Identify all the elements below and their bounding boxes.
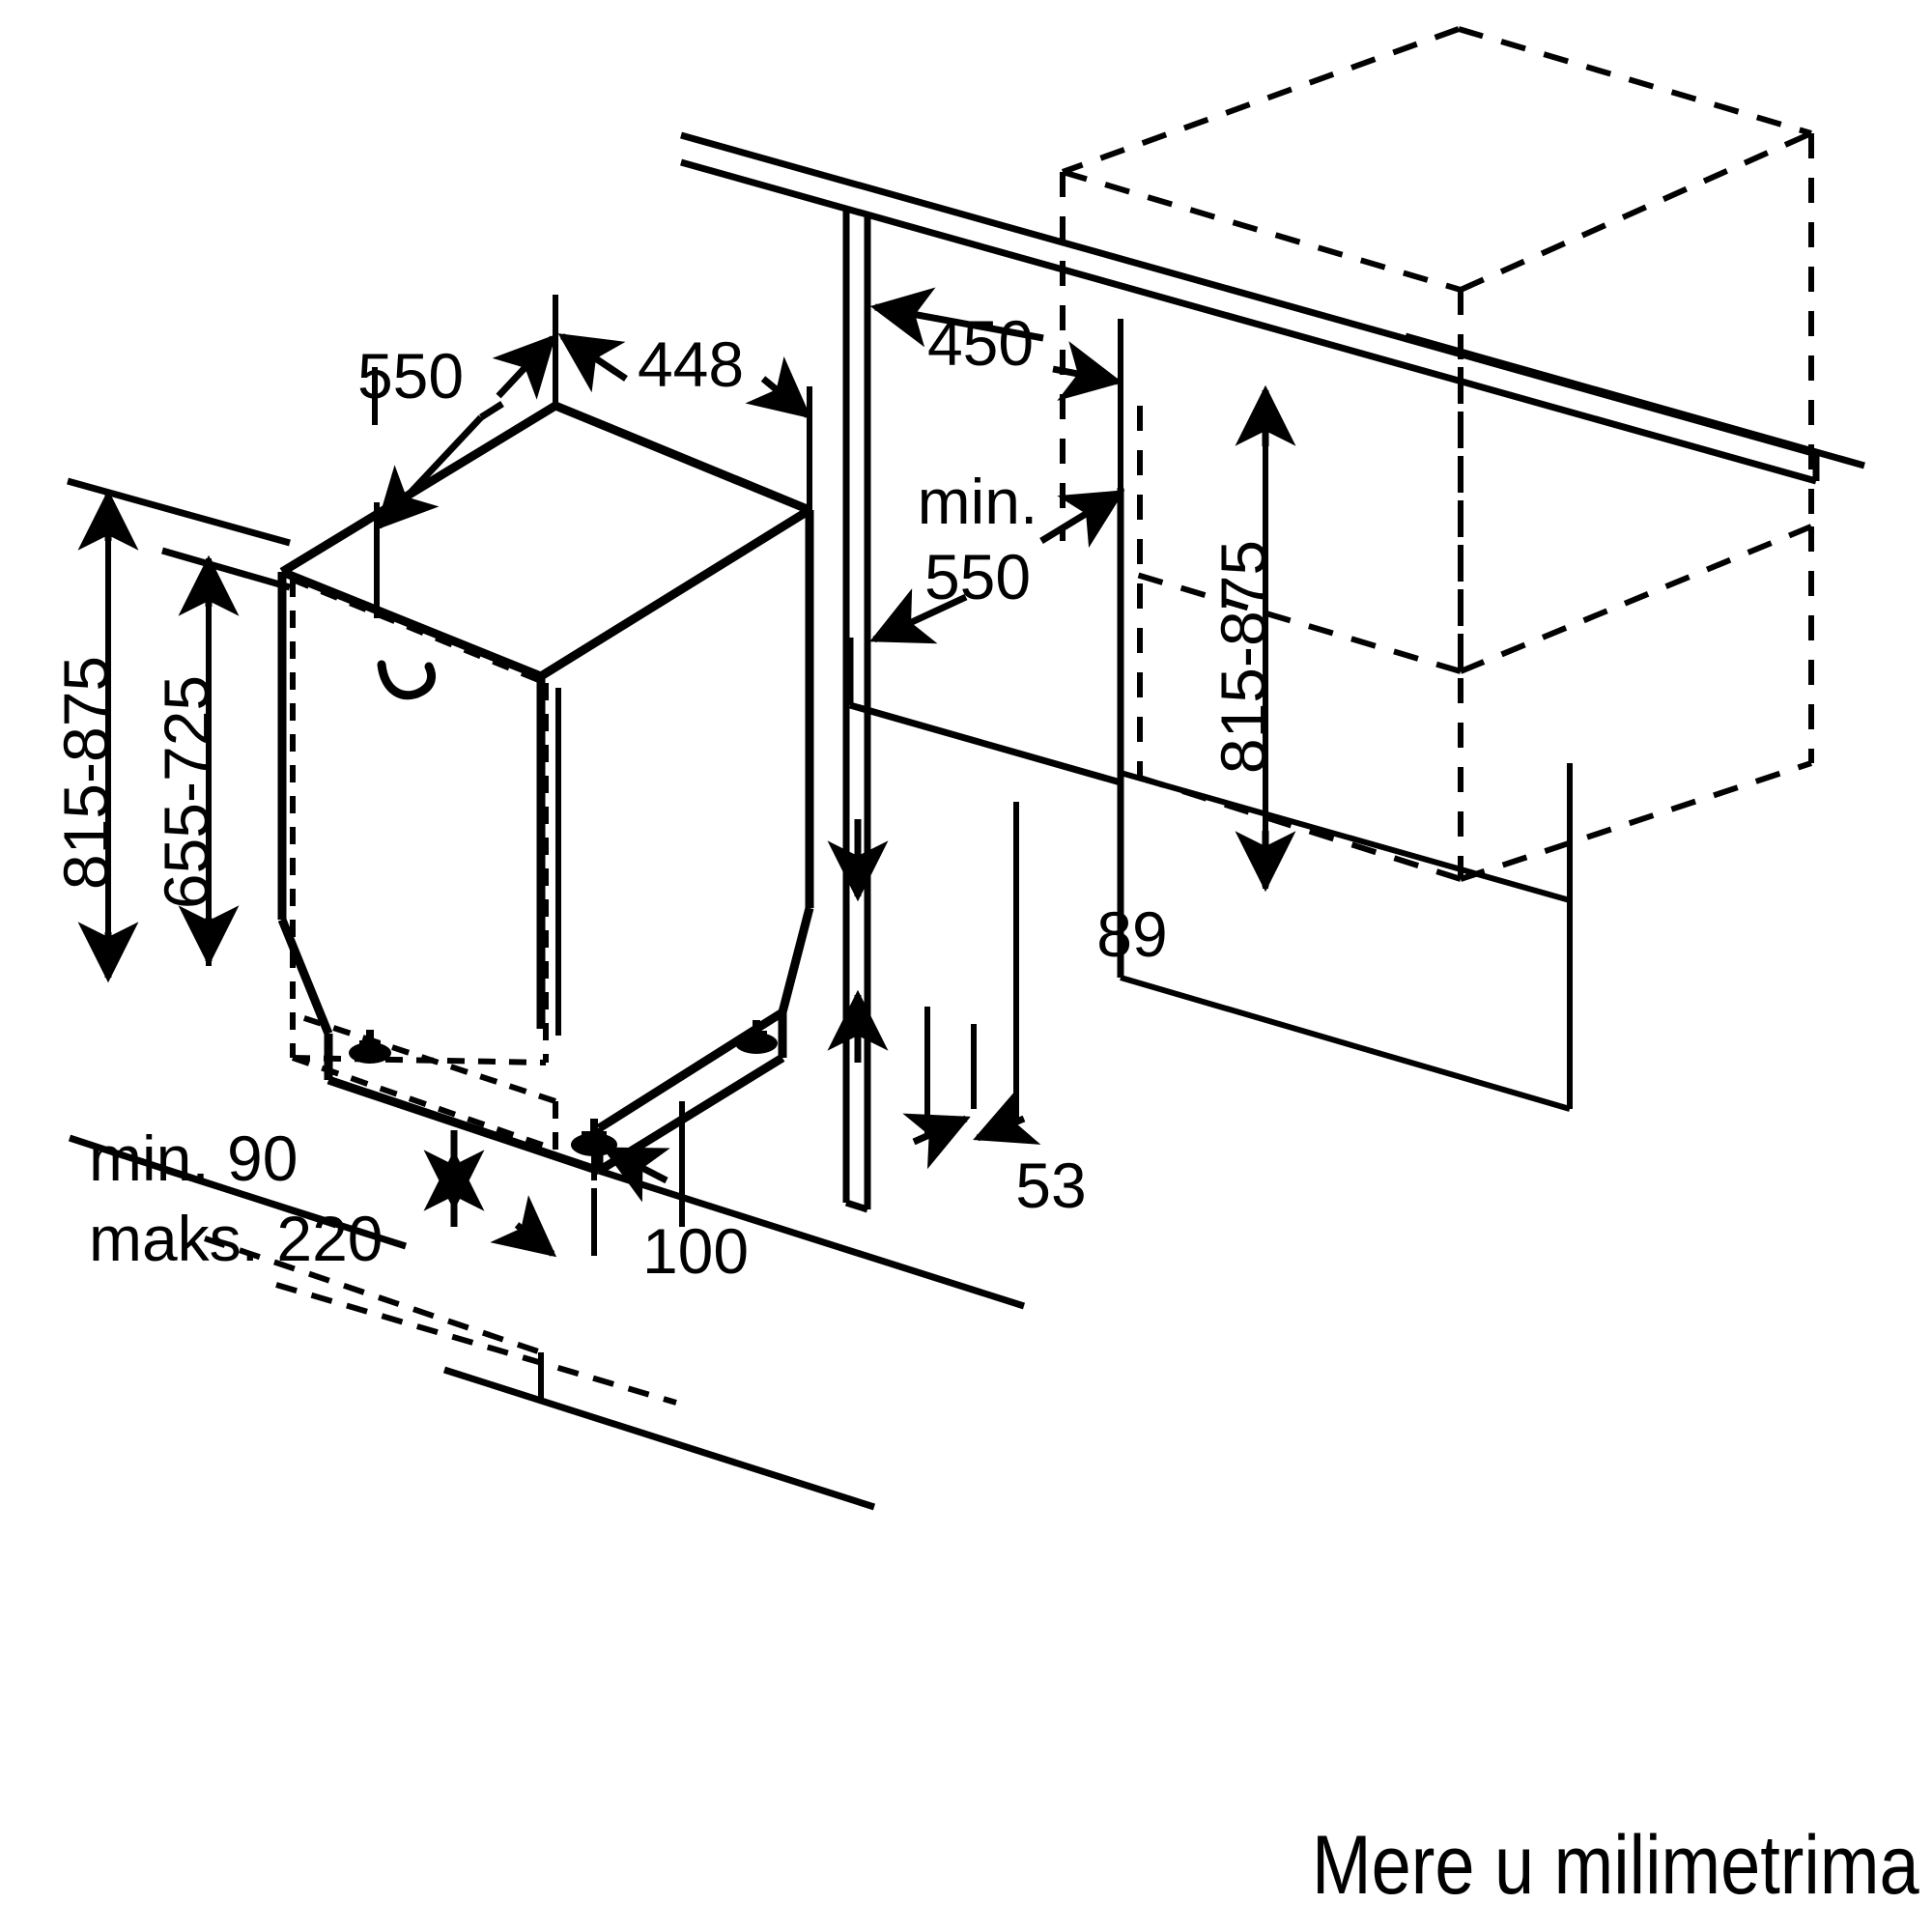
label-min: min.	[918, 466, 1038, 537]
label-min-550: 550	[924, 541, 1031, 612]
label-89: 89	[1096, 898, 1167, 970]
label-450: 450	[927, 307, 1034, 379]
cabinet-hidden-lower	[1137, 367, 1814, 882]
label-min-90: min. 90	[89, 1122, 298, 1194]
dimension-labels: 550 448 450 min. 550 815-875 655-725 815…	[50, 307, 1279, 1287]
label-815-875-right: 815-875	[1208, 540, 1279, 774]
label-815-875-left: 815-875	[50, 656, 122, 890]
dishwasher-base-plinth	[292, 1009, 787, 1180]
floor-datum-lines	[67, 477, 291, 591]
label-100: 100	[642, 1215, 749, 1287]
label-448: 448	[638, 328, 744, 400]
floor-lines-lower	[68, 1134, 408, 1250]
floor-lines-lower-dashed	[204, 1236, 677, 1406]
adjustable-foot-left	[349, 1030, 391, 1064]
worktop-slab	[680, 131, 1865, 485]
dishwasher-body	[277, 401, 814, 1065]
adjustable-foot-right	[735, 1020, 778, 1054]
leader-lines	[479, 401, 504, 420]
label-655-725: 655-725	[151, 675, 222, 909]
label-53: 53	[1015, 1150, 1086, 1221]
dimension-arrows	[77, 287, 1296, 1258]
units-caption: Mere u milimetrima	[1312, 1818, 1919, 1912]
label-550-left: 550	[357, 340, 464, 412]
label-maks-220: maks. 220	[89, 1203, 383, 1274]
